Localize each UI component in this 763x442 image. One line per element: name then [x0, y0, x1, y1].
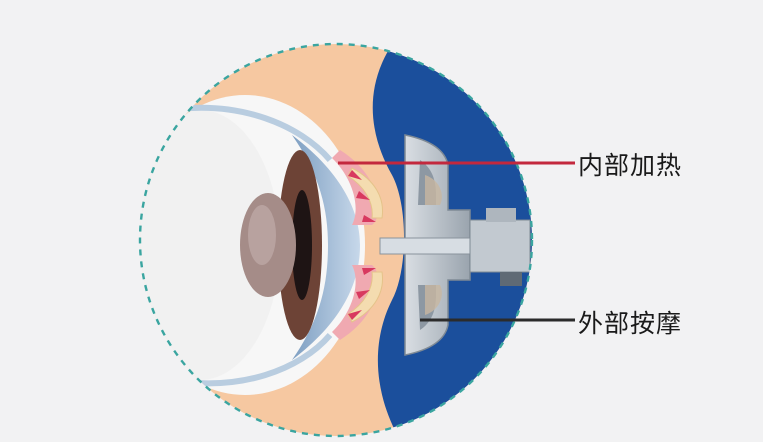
lower-lid-inner-surface — [332, 265, 379, 340]
heating-arrows — [348, 170, 376, 320]
device-port — [500, 272, 522, 286]
eyeball-shade — [140, 110, 280, 380]
lower-meibomian-gland — [347, 271, 384, 323]
lower-massage-pad — [425, 285, 442, 315]
internal-heating-label: 内部加热 — [578, 151, 683, 180]
heat-arrow-icon — [348, 170, 362, 180]
heat-arrow-icon — [356, 290, 370, 299]
lens-highlight — [248, 205, 276, 265]
cornea — [292, 135, 360, 360]
heat-arrow-icon — [362, 268, 376, 275]
external-massage-label: 外部按摩 — [578, 309, 683, 338]
upper-conjunctiva — [169, 104, 333, 162]
pupil — [292, 190, 312, 300]
upper-lid-inner-surface — [332, 150, 379, 225]
heat-arrow-icon — [348, 310, 362, 320]
upper-massage-pad — [425, 175, 442, 205]
heat-arrow-icon — [362, 215, 376, 222]
heat-arrow-icon — [356, 191, 370, 200]
upper-meibomian-gland — [347, 167, 384, 219]
device-connector-cap — [486, 208, 516, 222]
device-connector — [469, 219, 531, 273]
dashed-border — [138, 42, 534, 438]
